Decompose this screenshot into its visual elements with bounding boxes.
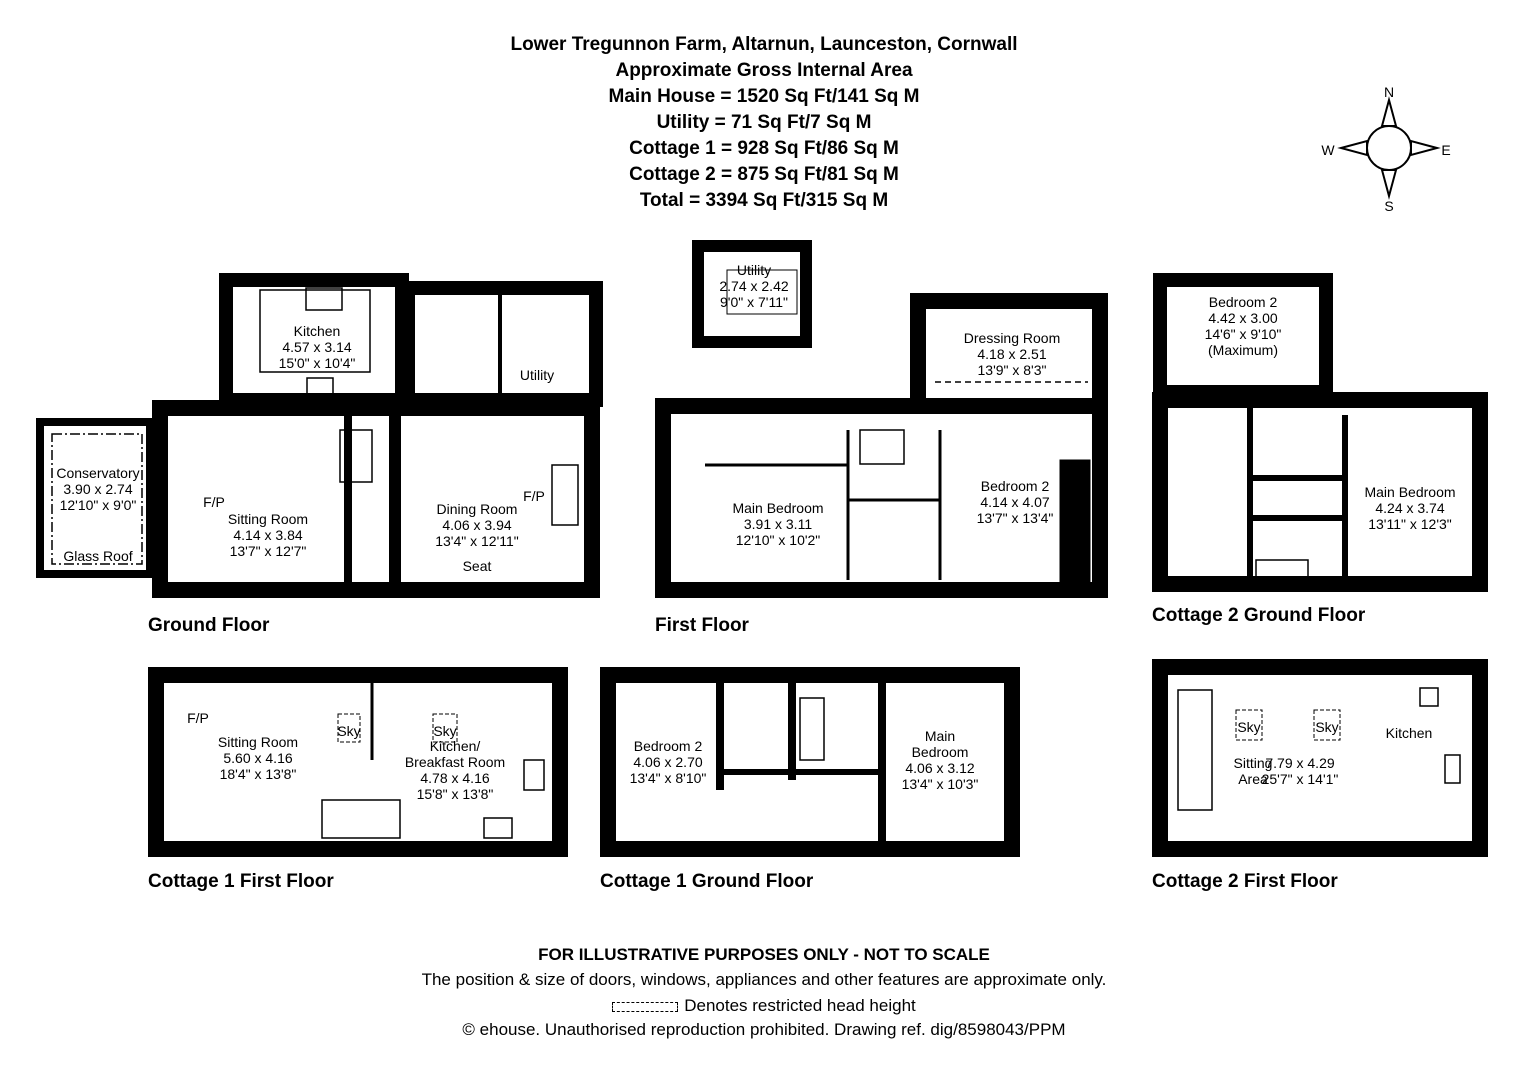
- kitchen-label: Kitchen: [1385, 725, 1433, 741]
- cottage2-ground-walls: [1152, 273, 1488, 592]
- compass-rose-icon: [1337, 96, 1441, 200]
- skylight-label: Sky: [1315, 719, 1339, 735]
- area-cottage2: Cottage 2 = 875 Sq Ft/81 Sq M: [629, 164, 899, 185]
- cottage1-ground-title: Cottage 1 Ground Floor: [600, 871, 814, 892]
- fireplace-label: F/P: [203, 494, 225, 510]
- fireplace-label: F/P: [523, 488, 545, 504]
- compass-north: N: [1383, 84, 1395, 100]
- room-utility: Utility: [519, 367, 555, 383]
- disclaimer: FOR ILLUSTRATIVE PURPOSES ONLY - NOT TO …: [538, 945, 990, 964]
- skylight-label: Sky: [1237, 719, 1261, 735]
- property-address: Lower Tregunnon Farm, Altarnun, Launcest…: [510, 34, 1018, 55]
- cottage2-ground-title: Cottage 2 Ground Floor: [1152, 605, 1366, 626]
- fireplace-label: F/P: [187, 710, 209, 726]
- cottage1-first-walls: [148, 667, 568, 857]
- compass-west: W: [1321, 142, 1335, 158]
- copyright: © ehouse. Unauthorised reproduction proh…: [462, 1020, 1066, 1039]
- first-floor-walls: [655, 293, 1108, 598]
- cottage1-first-title: Cottage 1 First Floor: [148, 871, 334, 892]
- legend: Denotes restricted head height: [0, 994, 1528, 1018]
- glass-roof-label: Glass Roof: [63, 548, 133, 564]
- ground-floor-walls: [36, 273, 603, 598]
- skylight-label: Sky: [433, 723, 457, 739]
- cottage2-first-title: Cottage 2 First Floor: [1152, 871, 1338, 892]
- approximation-note: The position & size of doors, windows, a…: [421, 970, 1107, 989]
- cottage2-first-walls: [1152, 659, 1488, 857]
- area-total: Total = 3394 Sq Ft/315 Sq M: [639, 190, 889, 211]
- ground-floor-title: Ground Floor: [148, 615, 270, 636]
- area-utility: Utility = 71 Sq Ft/7 Sq M: [656, 112, 872, 133]
- compass-east: E: [1441, 142, 1451, 158]
- restricted-height-dash-icon: [612, 1001, 679, 1012]
- utility-building-walls: [692, 240, 812, 348]
- area-subtitle: Approximate Gross Internal Area: [615, 60, 913, 81]
- first-floor-title: First Floor: [655, 615, 749, 636]
- skylight-label: Sky: [337, 723, 361, 739]
- cottage1-ground-walls: [600, 667, 1020, 857]
- seat-label: Seat: [462, 558, 492, 574]
- area-cottage1: Cottage 1 = 928 Sq Ft/86 Sq M: [629, 138, 899, 159]
- compass-south: S: [1384, 198, 1394, 214]
- area-main-house: Main House = 1520 Sq Ft/141 Sq M: [608, 86, 920, 107]
